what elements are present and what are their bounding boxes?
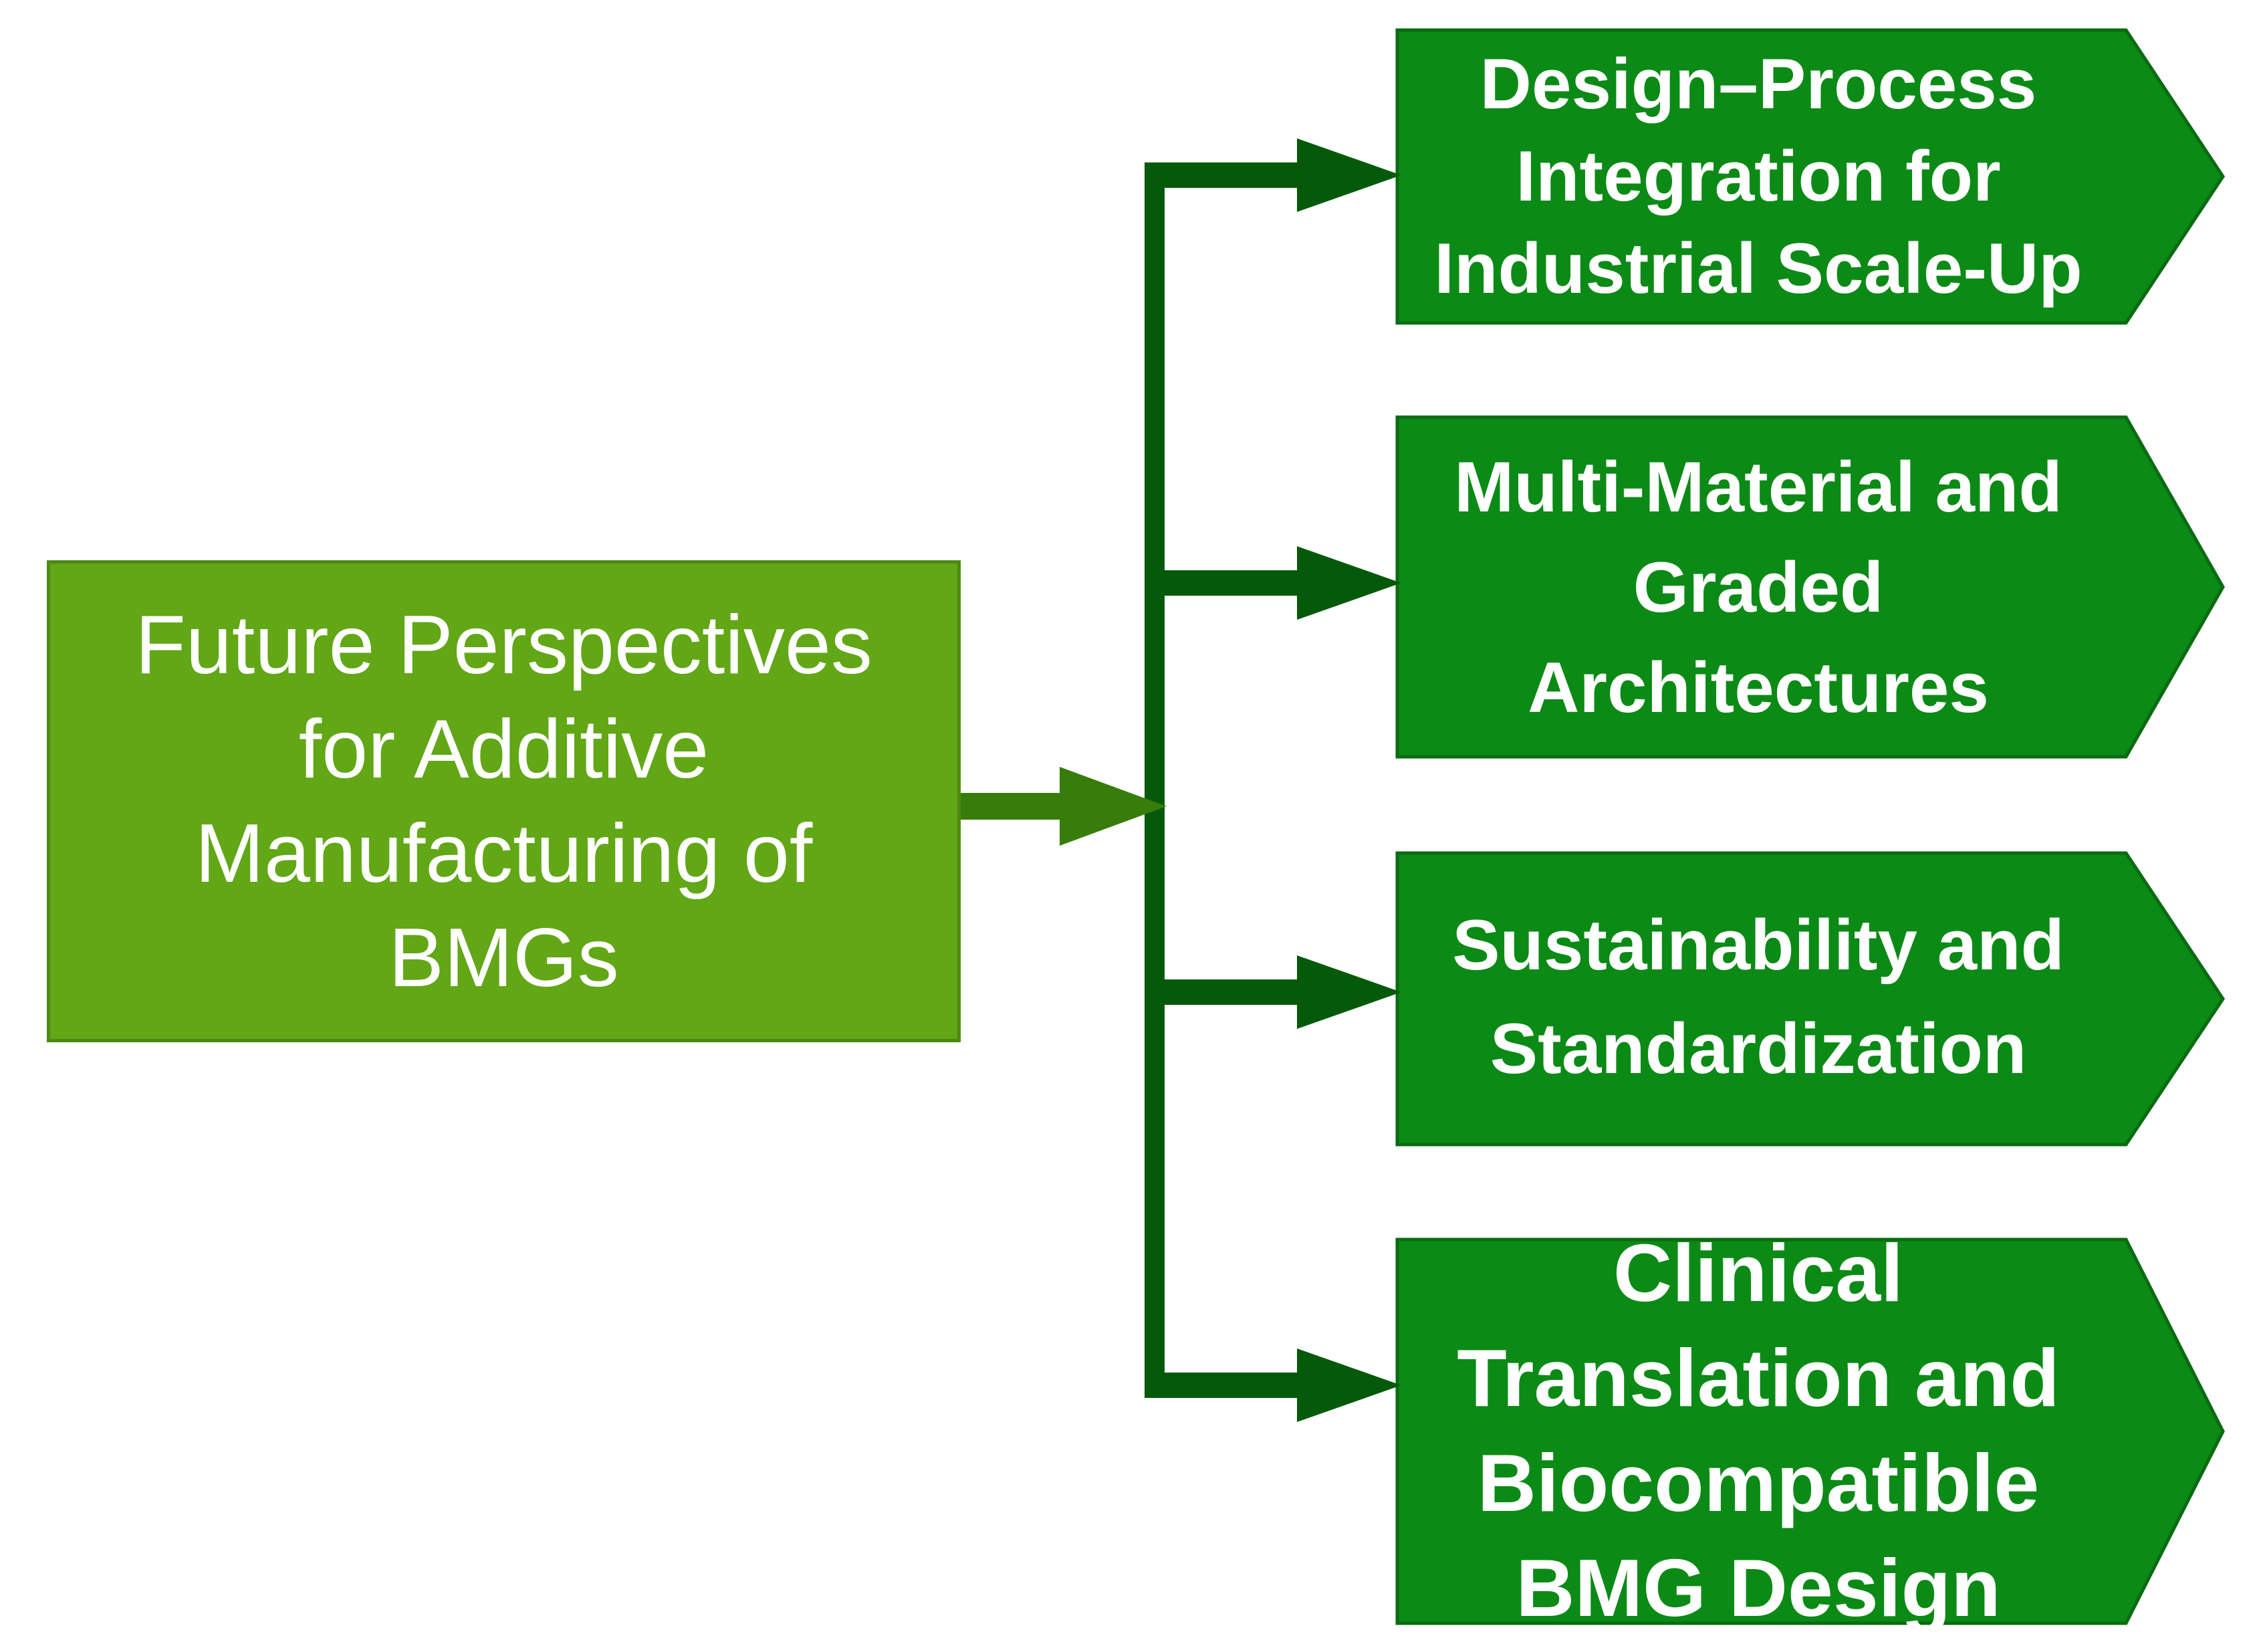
branch-shape-4	[1395, 1237, 2225, 1625]
branch-shape-3	[1395, 851, 2226, 1147]
branch-node-1: Design–Process Integration for Industria…	[1394, 32, 2123, 320]
branch-node-1-label: Design–Process Integration for Industria…	[1434, 43, 2083, 308]
branch-node-2: Multi-Material and Graded Architectures	[1394, 418, 2123, 755]
main-arrowhead	[1060, 767, 1167, 846]
connector-arrowhead-2	[1297, 546, 1401, 620]
connector-arrowhead-1	[1297, 138, 1401, 212]
root-node-label: Future Perspectives for Additive Manufac…	[135, 598, 872, 1004]
connector-arrowhead-3	[1297, 955, 1401, 1029]
branch-node-2-label: Multi-Material and Graded Architectures	[1454, 446, 2062, 727]
branch-node-4-label: Clinical Translation and Biocompatible B…	[1457, 1227, 2060, 1633]
branch-node-4: Clinical Translation and Biocompatible B…	[1394, 1227, 2123, 1633]
connector-arrowhead-4	[1297, 1348, 1401, 1422]
root-node: Future Perspectives for Additive Manufac…	[47, 560, 961, 1042]
branch-node-3: Sustainability and Standardization	[1394, 850, 2123, 1143]
branch-shape-2	[1395, 415, 2225, 759]
branch-node-3-label: Sustainability and Standardization	[1452, 904, 2064, 1088]
branch-shape-1	[1395, 28, 2225, 325]
